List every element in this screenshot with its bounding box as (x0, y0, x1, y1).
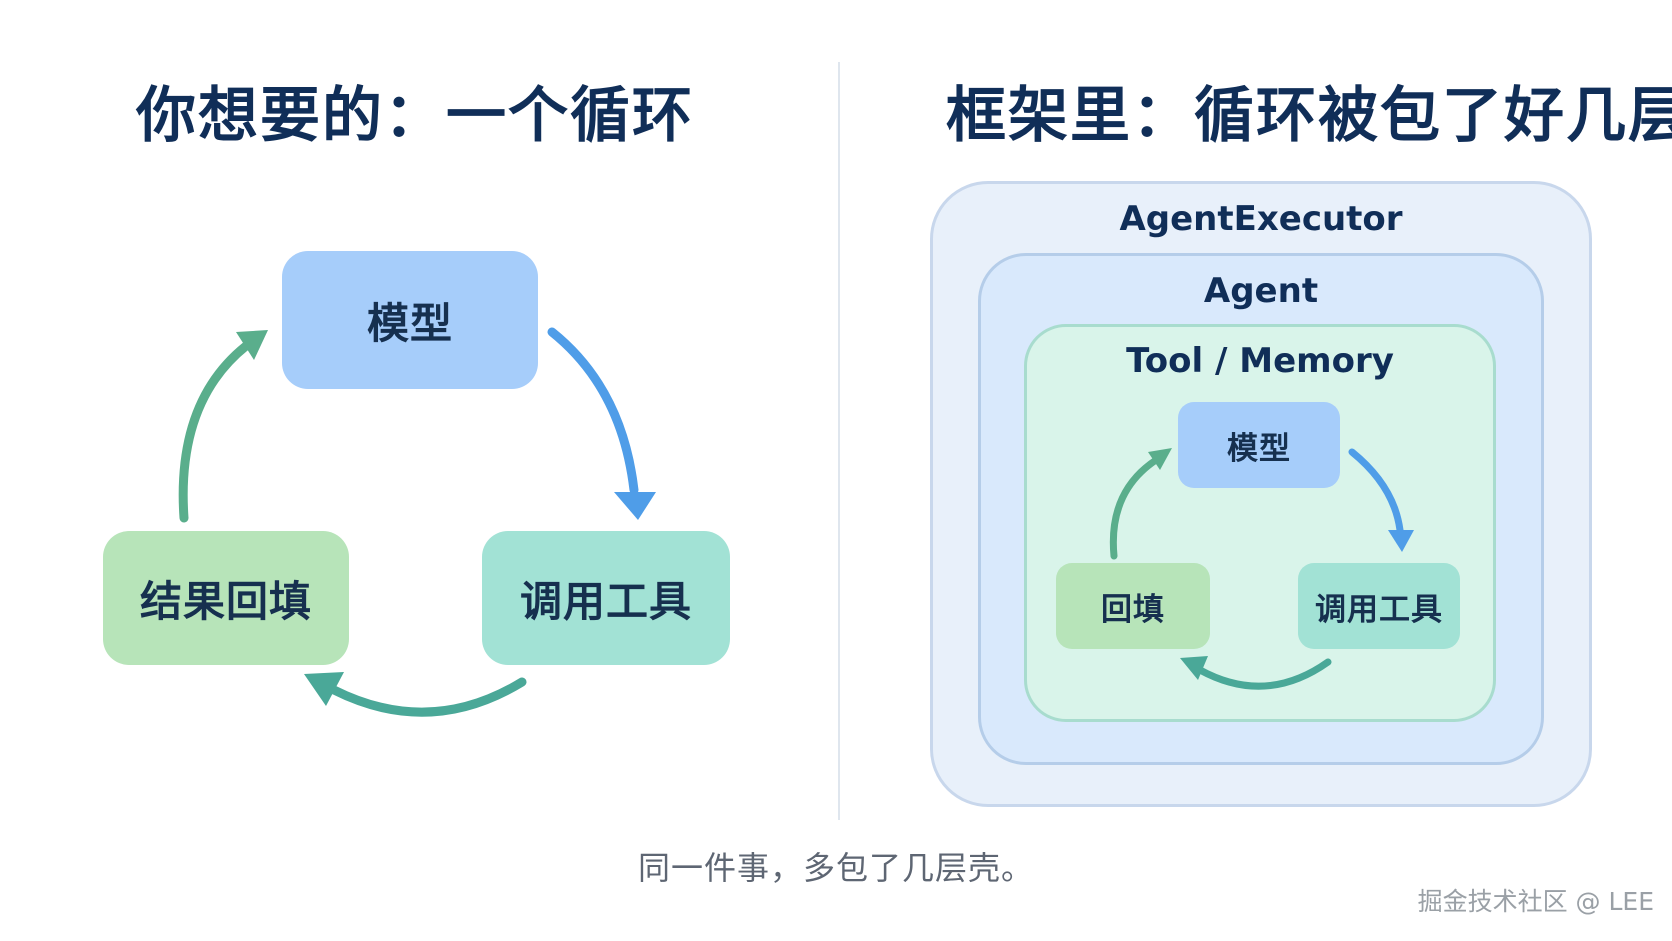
arrow-tool-to-result (329, 677, 527, 717)
left-node-model: 模型 (282, 251, 538, 389)
layer-agent-label: Agent (1203, 271, 1319, 311)
right-title: 框架里：循环被包了好几层 (946, 81, 1672, 151)
left-node-result-backfill: 结果回填 (103, 531, 349, 665)
panel-divider (838, 62, 840, 820)
right-node-call-tool: 调用工具 (1298, 563, 1460, 649)
left-node-model-label: 模型 (366, 298, 453, 348)
arrow-tool-to-result-head (304, 672, 344, 706)
right-node-model-label: 模型 (1227, 430, 1291, 467)
arrow-r-model-to-tool-head (1388, 530, 1414, 552)
layer-tool-memory-label: Tool / Memory (1126, 341, 1394, 381)
watermark: 掘金技术社区 @ LEE (1417, 887, 1654, 916)
left-node-call-tool: 调用工具 (482, 531, 730, 665)
arrow-result-to-model-head (236, 330, 268, 360)
arrow-result-to-model (178, 341, 251, 523)
layer-agent-executor-label: AgentExecutor (1119, 199, 1403, 239)
arrow-r-model-to-tool (1348, 448, 1404, 534)
right-node-backfill-label: 回填 (1101, 591, 1165, 628)
left-title: 你想要的：一个循环 (136, 81, 694, 151)
left-node-call-tool-label: 调用工具 (519, 576, 692, 626)
right-node-backfill: 回填 (1056, 563, 1210, 649)
caption: 同一件事，多包了几层壳。 (637, 849, 1034, 887)
arrow-r-backfill-to-model (1109, 456, 1160, 560)
arrow-r-tool-to-backfill-head (1180, 656, 1208, 680)
arrow-r-backfill-to-model-head (1148, 448, 1172, 470)
left-node-result-backfill-label: 结果回填 (139, 576, 312, 626)
arrow-model-to-tool (547, 327, 639, 495)
right-node-call-tool-label: 调用工具 (1315, 591, 1443, 628)
right-node-model: 模型 (1178, 402, 1340, 488)
layer-tool-memory (1024, 324, 1496, 722)
arrow-model-to-tool-head (614, 492, 656, 520)
arrow-r-tool-to-backfill (1196, 658, 1332, 690)
